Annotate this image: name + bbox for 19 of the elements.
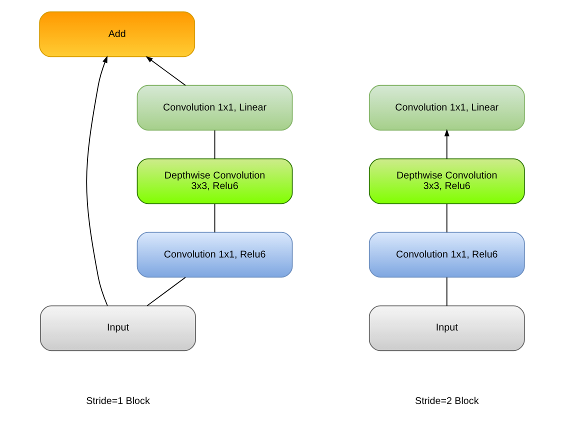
node-box: Convolution 1x1, Linear xyxy=(136,84,292,131)
arrow xyxy=(145,56,186,86)
connector xyxy=(214,130,215,160)
arrow xyxy=(86,56,108,306)
label: Stride=1 Block xyxy=(86,396,150,408)
arrow xyxy=(444,129,449,160)
connector xyxy=(446,276,447,306)
connector xyxy=(214,203,215,233)
node-box: Convolution 1x1, Relu6 xyxy=(368,232,524,278)
node-box: Input xyxy=(40,305,196,352)
node-box: Depthwise Convolution 3x3, Relu6 xyxy=(368,158,524,204)
node-box: Convolution 1x1, Relu6 xyxy=(136,232,292,278)
connector xyxy=(146,276,186,306)
node-box: Input xyxy=(368,305,524,352)
node-box: Add xyxy=(38,11,195,58)
node-box: Depthwise Convolution 3x3, Relu6 xyxy=(136,158,292,204)
node-box: Convolution 1x1, Linear xyxy=(368,84,524,131)
label: Stride=2 Block xyxy=(414,396,478,408)
connector xyxy=(446,203,447,233)
